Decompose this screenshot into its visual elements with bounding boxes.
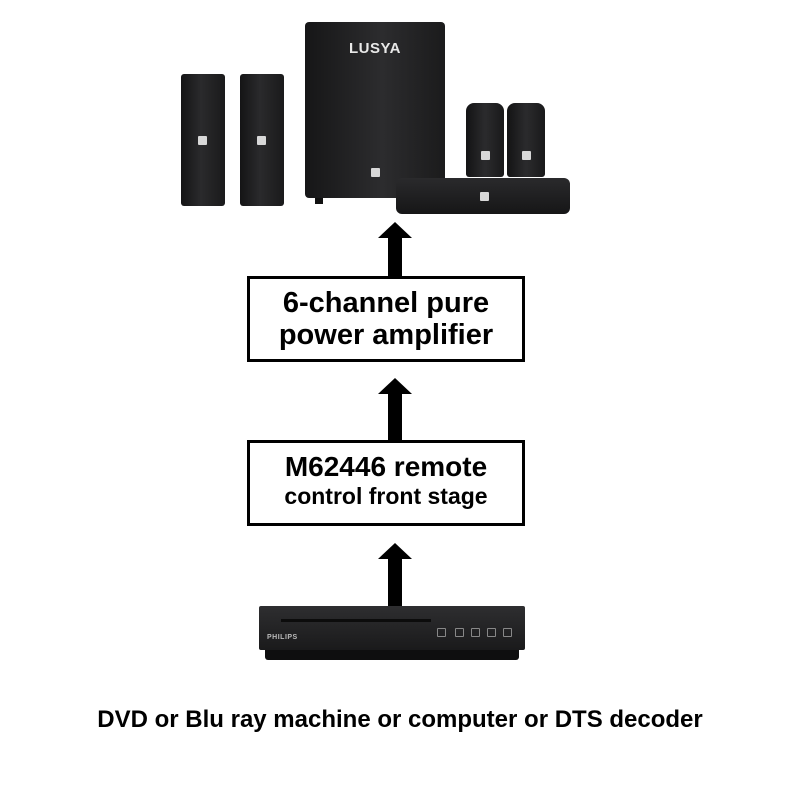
speaker-brand-logo: LUSYA [349,40,401,57]
dvd-player-image: PHILIPS [251,598,533,674]
front-stage-label-line2: control front stage [284,483,488,510]
satellite-right [507,103,545,177]
tower-right-speaker [240,74,284,206]
source-caption: DVD or Blu ray machine or computer or DT… [97,706,703,733]
tower-left-speaker [181,74,225,206]
dvd-brand-logo: PHILIPS [267,634,298,641]
arrow-up-icon [378,222,412,278]
amplifier-label-line1: 6-channel pure [282,287,490,319]
arrow-up-icon [378,543,412,611]
satellite-left [466,103,504,177]
center-soundbar [396,178,570,214]
amplifier-box: 6-channel pure power amplifier [247,276,525,362]
subwoofer: LUSYA [305,22,445,204]
front-stage-label-line1: M62446 remote [284,451,488,482]
arrow-up-icon [378,378,412,440]
amplifier-label-line2: power amplifier [278,319,494,352]
front-stage-box: M62446 remote control front stage [247,440,525,526]
